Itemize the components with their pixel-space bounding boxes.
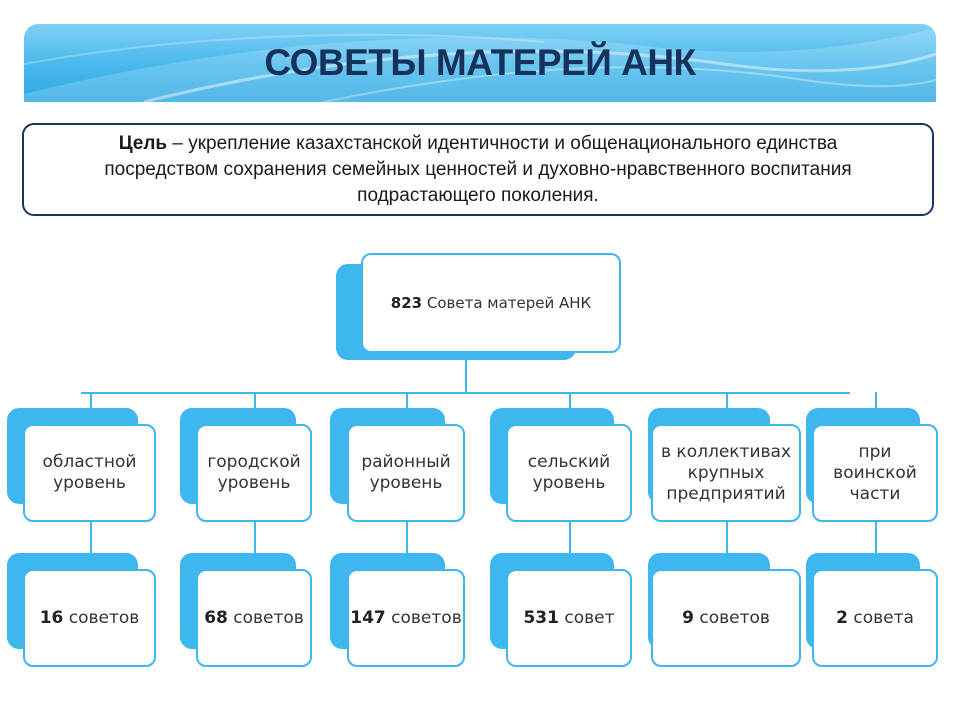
level-node-1: областной уровень bbox=[23, 424, 156, 522]
count-suffix: советов bbox=[385, 607, 462, 628]
count-node-4: 531 совет bbox=[506, 569, 632, 667]
root-node: 823 Совета матерей АНК bbox=[361, 253, 621, 353]
count-number: 9 bbox=[682, 607, 694, 628]
count-suffix: советов bbox=[63, 607, 140, 628]
root-node-text: 823 Совета матерей АНК bbox=[391, 293, 591, 314]
count-node-3: 147 советов bbox=[347, 569, 465, 667]
count-number: 16 bbox=[39, 607, 64, 628]
goal-label: Цель bbox=[118, 132, 168, 154]
level-label: районный уровень bbox=[361, 452, 451, 493]
page-title: СОВЕТЫ МАТЕРЕЙ АНК bbox=[264, 42, 696, 83]
count-node-2-text: 68 советов bbox=[204, 608, 304, 629]
count-suffix: совета bbox=[847, 607, 914, 628]
count-number: 2 bbox=[836, 607, 848, 628]
count-connector-5 bbox=[726, 522, 728, 570]
root-connector bbox=[465, 359, 467, 393]
count-node-1-text: 16 советов bbox=[40, 608, 140, 629]
count-node-6-text: 2 совета bbox=[836, 608, 914, 629]
level-label: при воинской части bbox=[833, 441, 917, 504]
goal-text: Цель – укрепление казахстанской идентичн… bbox=[64, 131, 892, 209]
count-node-3-text: 147 советов bbox=[350, 608, 461, 629]
count-connector-2 bbox=[254, 522, 256, 570]
count-connector-3 bbox=[406, 522, 408, 570]
count-node-1: 16 советов bbox=[23, 569, 156, 667]
count-number: 68 bbox=[204, 607, 228, 628]
count-suffix: Совета матерей АНК bbox=[422, 293, 592, 312]
count-suffix: советов bbox=[227, 607, 304, 628]
level-label: в коллективах крупных предприятий bbox=[661, 441, 791, 504]
count-connector-1 bbox=[90, 522, 92, 570]
level-label: сельский уровень bbox=[527, 452, 611, 493]
level-node-5: в коллективах крупных предприятий bbox=[651, 424, 801, 522]
goal-box: Цель – укрепление казахстанской идентичн… bbox=[22, 123, 934, 216]
level-bus bbox=[81, 392, 850, 394]
goal-description: – укрепление казахстанской идентичности … bbox=[104, 132, 852, 206]
level-node-4: сельский уровень bbox=[506, 424, 632, 522]
count-number: 147 bbox=[350, 607, 386, 628]
level-node-3: районный уровень bbox=[347, 424, 465, 522]
wave-decoration bbox=[24, 28, 936, 102]
count-node-5: 9 советов bbox=[651, 569, 801, 667]
count-number: 823 bbox=[390, 293, 423, 312]
count-node-4-text: 531 совет bbox=[523, 608, 614, 629]
level-label: областной уровень bbox=[42, 452, 137, 493]
count-node-2: 68 советов bbox=[196, 569, 312, 667]
count-suffix: советов bbox=[693, 607, 770, 628]
count-number: 531 bbox=[523, 607, 559, 628]
count-node-6: 2 совета bbox=[812, 569, 938, 667]
level-node-2: городской уровень bbox=[196, 424, 312, 522]
count-node-5-text: 9 советов bbox=[682, 608, 770, 629]
header-banner bbox=[24, 24, 936, 102]
level-node-6: при воинской части bbox=[812, 424, 938, 522]
count-connector-4 bbox=[569, 522, 571, 570]
level-label: городской уровень bbox=[207, 452, 301, 493]
count-connector-6 bbox=[875, 522, 877, 570]
count-suffix: совет bbox=[558, 607, 615, 628]
